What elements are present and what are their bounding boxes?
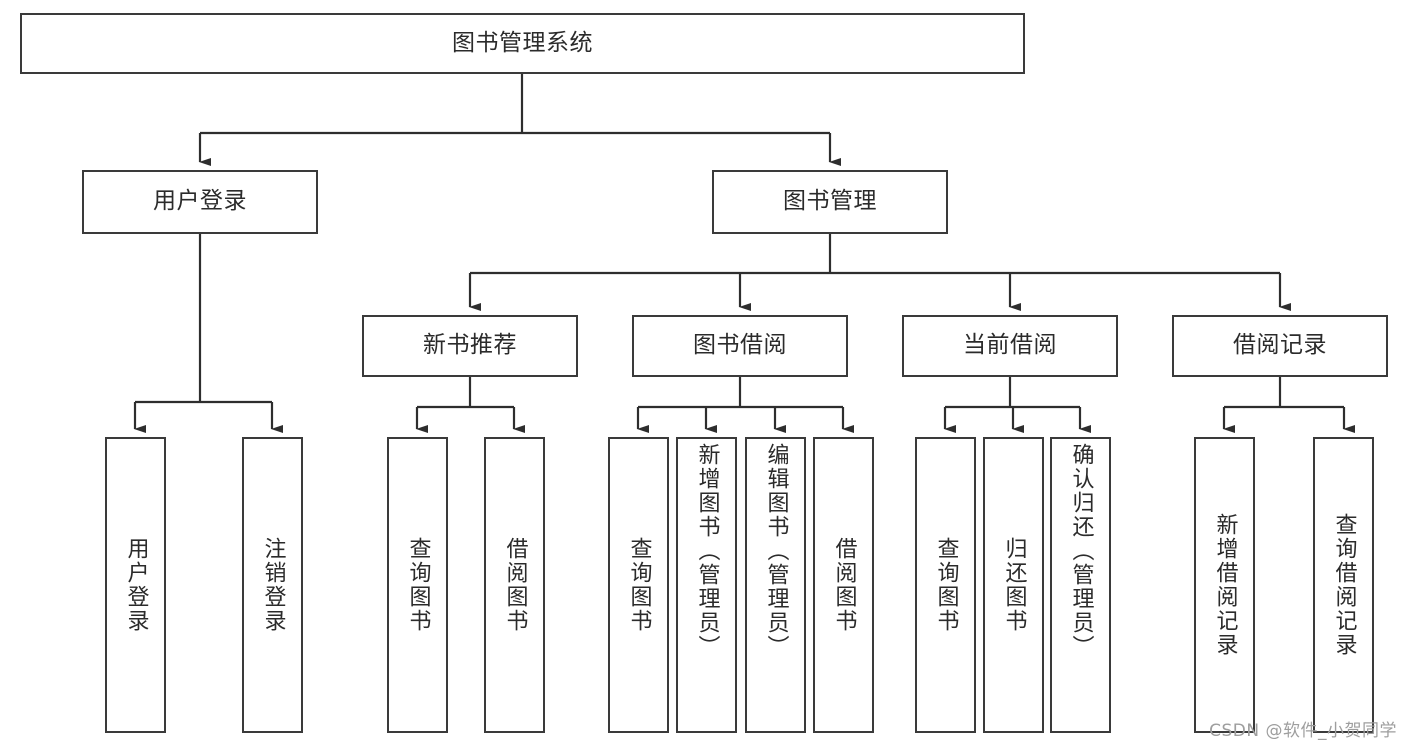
leaf-book-borrow-borrow[interactable]: 借阅图书: [813, 437, 874, 733]
node-book-management[interactable]: 图书管理: [712, 170, 948, 234]
leaf-book-borrow-add[interactable]: 新增图书（管理员）: [676, 437, 737, 733]
node-borrow-record[interactable]: 借阅记录: [1172, 315, 1388, 377]
node-new-book-recommend[interactable]: 新书推荐: [362, 315, 578, 377]
leaf-label: 归还图书: [1001, 537, 1027, 633]
node-current-borrow[interactable]: 当前借阅: [902, 315, 1118, 377]
leaf-new-book-query[interactable]: 查询图书: [387, 437, 448, 733]
node-user-login-label: 用户登录: [153, 188, 247, 215]
node-book-borrow-label: 图书借阅: [693, 332, 787, 359]
node-root-label: 图书管理系统: [452, 29, 593, 56]
leaf-label: 借阅图书: [831, 537, 857, 633]
node-root[interactable]: 图书管理系统: [20, 13, 1025, 74]
node-new-book-recommend-label: 新书推荐: [423, 332, 517, 359]
leaf-current-borrow-confirm-return[interactable]: 确认归还（管理员）: [1050, 437, 1111, 733]
leaf-label: 查询图书: [405, 537, 431, 633]
leaf-book-borrow-query[interactable]: 查询图书: [608, 437, 669, 733]
leaf-borrow-record-query[interactable]: 查询借阅记录: [1313, 437, 1374, 733]
leaf-new-book-borrow[interactable]: 借阅图书: [484, 437, 545, 733]
leaf-label: 用户登录: [123, 537, 149, 633]
node-user-login[interactable]: 用户登录: [82, 170, 318, 234]
node-current-borrow-label: 当前借阅: [963, 332, 1057, 359]
node-book-borrow[interactable]: 图书借阅: [632, 315, 848, 377]
leaf-book-borrow-edit[interactable]: 编辑图书（管理员）: [745, 437, 806, 733]
leaf-label: 查询借阅记录: [1331, 513, 1357, 657]
leaf-label: 查询图书: [626, 537, 652, 633]
leaf-label: 新增借阅记录: [1212, 513, 1238, 657]
leaf-label: 注销登录: [260, 537, 286, 633]
leaf-current-borrow-query[interactable]: 查询图书: [915, 437, 976, 733]
leaf-label: 编辑图书（管理员）: [763, 443, 789, 659]
csdn-watermark: CSDN @软件_小贺同学: [1209, 721, 1397, 741]
leaf-label: 确认归还（管理员）: [1068, 443, 1094, 659]
leaf-current-borrow-return[interactable]: 归还图书: [983, 437, 1044, 733]
leaf-label: 查询图书: [933, 537, 959, 633]
leaf-user-login-login[interactable]: 用户登录: [105, 437, 166, 733]
leaf-label: 新增图书（管理员）: [694, 443, 720, 659]
node-book-management-label: 图书管理: [783, 188, 877, 215]
leaf-label: 借阅图书: [502, 537, 528, 633]
node-borrow-record-label: 借阅记录: [1233, 332, 1327, 359]
leaf-borrow-record-add[interactable]: 新增借阅记录: [1194, 437, 1255, 733]
leaf-user-login-logout[interactable]: 注销登录: [242, 437, 303, 733]
